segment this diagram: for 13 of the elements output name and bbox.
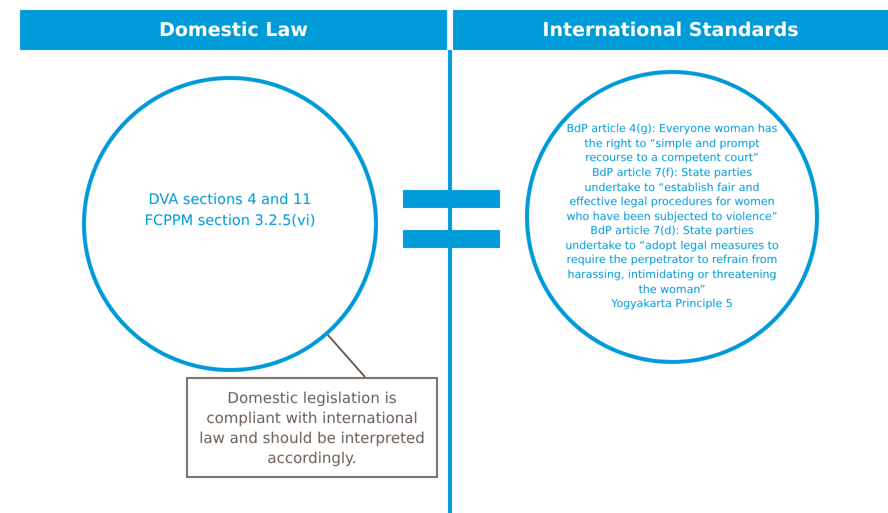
circle-text: BdP article 4(g): Everyone woman has the right to “simple and prompt recourse to a competent court”: [566, 122, 778, 166]
header-band: Domestic Law: [20, 10, 447, 50]
circle-text: FCPPM section 3.2.5(vi): [144, 212, 316, 231]
callout-box: [186, 377, 438, 478]
circle-node: [82, 76, 378, 372]
callout-text: Domestic legislation is compliant with international law and should be interpreted accordingly.: [198, 388, 426, 468]
circle-text: Yogyakarta Principle 5: [610, 297, 734, 312]
leader-line: [327, 334, 366, 378]
circle-text: DVA sections 4 and 11: [148, 191, 312, 210]
circle-node: [525, 70, 819, 364]
circle-text: BdP article 7(f): State parties undertake to “establish fair and effective legal procedures for women who have been subjected to violence”: [566, 166, 778, 224]
circle-text: BdP article 7(d): State parties undertake to “adopt legal measures to require the perpetrator to refrain from harassing, intimidating or threatening the woman”: [564, 224, 780, 298]
header-band: International Standards: [453, 10, 888, 50]
